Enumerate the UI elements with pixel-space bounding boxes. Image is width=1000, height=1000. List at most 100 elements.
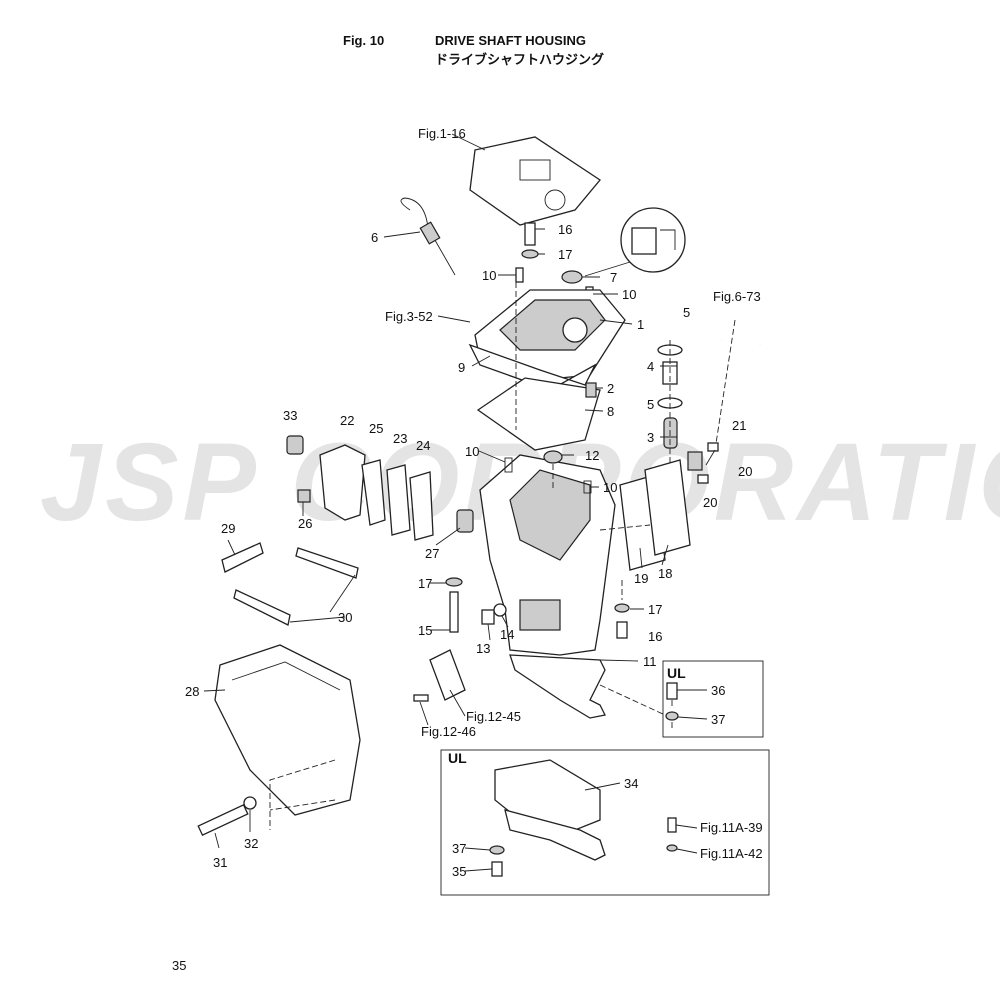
callout: 4 (647, 359, 654, 374)
callout: 11 (643, 654, 657, 669)
bolt-20b (697, 474, 709, 484)
bolt-fig11a-39 (667, 817, 677, 833)
figure-number: Fig. 10 (343, 33, 385, 48)
callout: 17 (418, 576, 432, 591)
bolt-31 (197, 804, 249, 836)
collar-2 (585, 382, 597, 398)
page-number: 35 (172, 958, 186, 973)
callouts: Fig.1-16 6 16 17 10 7 10 Fig.6-73 Fig.3-… (185, 126, 763, 879)
bolt-35 (491, 861, 503, 877)
bolt-20 (707, 442, 719, 452)
housing-34 (494, 759, 606, 861)
callout: 20 (703, 495, 717, 510)
callout: 24 (416, 438, 430, 453)
grommet-33 (286, 435, 304, 455)
callout: 36 (711, 683, 725, 698)
callout: Fig.12-46 (421, 724, 476, 739)
bolt-13 (481, 609, 495, 625)
callout: 5 (647, 397, 654, 412)
bolt-fig12-46 (413, 694, 429, 702)
pad-30a (295, 547, 359, 579)
callout: 10 (482, 268, 496, 283)
callout: 28 (185, 684, 199, 699)
seal-7 (561, 270, 583, 284)
callout: 20 (738, 464, 752, 479)
callout: 19 (634, 571, 648, 586)
callout: Fig.11A-39 (700, 820, 763, 835)
gasket-fig1-16 (469, 136, 601, 226)
callout: 6 (371, 230, 378, 245)
callout: 25 (369, 421, 383, 436)
callout: 32 (244, 836, 258, 851)
pad-30b (233, 589, 291, 626)
ul-label: UL (448, 750, 467, 766)
ul-label: UL (667, 665, 686, 681)
gasket-24 (409, 471, 434, 541)
callout: 22 (340, 413, 354, 428)
washer-17b (445, 577, 463, 587)
callout: 8 (607, 404, 614, 419)
callout: 13 (476, 641, 490, 656)
washer-37 (665, 711, 679, 721)
callout: 1 (637, 317, 644, 332)
callout: 14 (500, 627, 514, 642)
callout: 23 (393, 431, 407, 446)
gasket-8 (476, 377, 601, 451)
callout: 35 (452, 864, 466, 879)
bolt-36 (666, 682, 678, 700)
callout: 30 (338, 610, 352, 625)
callout: 5 (683, 305, 690, 320)
dipstick (400, 197, 456, 276)
callout: 18 (658, 566, 672, 581)
washer-14 (493, 603, 507, 617)
callout: 34 (624, 776, 638, 791)
filter-3 (663, 417, 678, 449)
bracket-fig12-45 (429, 649, 466, 701)
callout: 7 (610, 270, 617, 285)
washer-fig11a-42 (666, 844, 678, 852)
bolt-16b (616, 621, 628, 639)
callout: 16 (558, 222, 572, 237)
dowel-10c (504, 457, 513, 473)
apron-28 (214, 644, 361, 816)
callout: Fig.6-73 (713, 289, 761, 304)
gasket-25 (361, 459, 386, 526)
fitting-26 (297, 489, 311, 503)
callout: 15 (418, 623, 432, 638)
ul-box-small (662, 660, 764, 738)
holder-21 (687, 451, 703, 471)
washer-17 (521, 249, 539, 259)
callout: 2 (607, 381, 614, 396)
detail-inset (584, 207, 686, 277)
seal-12 (543, 450, 563, 464)
callout: 27 (425, 546, 439, 561)
callout: 17 (558, 247, 572, 262)
callout: 29 (221, 521, 235, 536)
figure-title: DRIVE SHAFT HOUSING (435, 33, 586, 48)
figure-title-japanese: ドライブシャフトハウジング (435, 52, 605, 67)
gasket-9 (468, 343, 597, 391)
plate-23 (386, 464, 411, 536)
callout: 26 (298, 516, 312, 531)
washer-32 (243, 796, 257, 810)
bolt-16 (524, 222, 536, 246)
drive-shaft-housing-11 (479, 454, 616, 719)
plate-18 (644, 459, 691, 556)
callout: 3 (647, 430, 654, 445)
callout: 37 (452, 841, 466, 856)
callout: 37 (711, 712, 725, 727)
callout: 31 (213, 855, 227, 870)
dowel-10 (515, 267, 524, 283)
callout: 16 (648, 629, 662, 644)
pad-29 (221, 542, 264, 573)
callout: 21 (732, 418, 746, 433)
upper-casing-1 (474, 289, 626, 381)
ul-box-large (440, 749, 770, 896)
callout: Fig.3-52 (385, 309, 433, 324)
callout: 10 (622, 287, 636, 302)
bolt-15 (449, 591, 459, 633)
callout: 10 (465, 444, 479, 459)
callout: 12 (585, 448, 599, 463)
grommet-27 (456, 509, 474, 533)
